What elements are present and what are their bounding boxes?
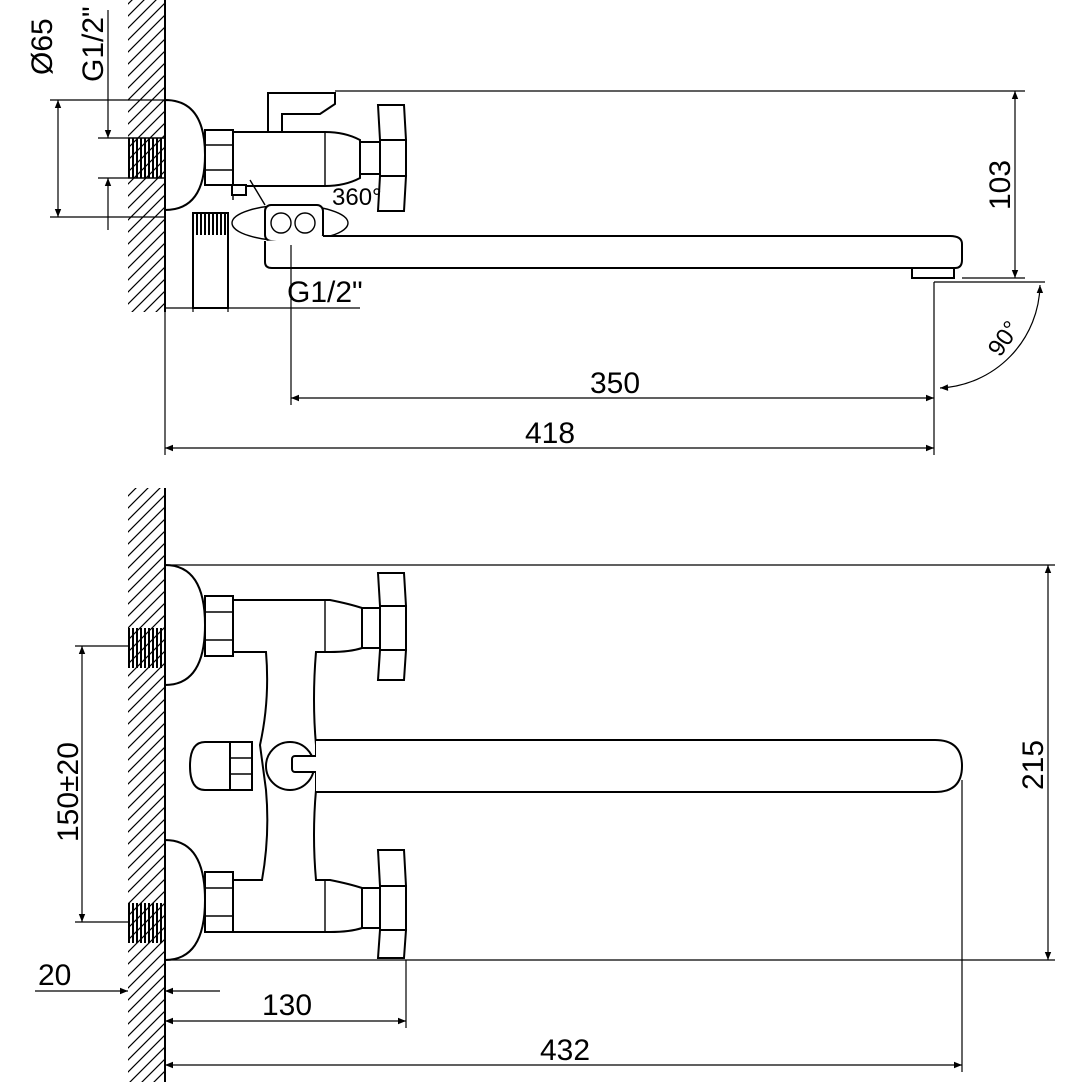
shower-outlet-top — [192, 184, 247, 309]
rosette-lower — [164, 838, 207, 962]
rosette-upper — [164, 563, 207, 687]
cross-handle-top — [359, 104, 408, 212]
connection-nut-top — [204, 129, 234, 186]
top-view: Ø65 G1/2" 360° 103 G1/2" — [26, 0, 1045, 455]
wall-front — [128, 488, 166, 1082]
front-view: 150±20 215 20 130 432 — [35, 488, 1055, 1082]
dim-thread-bottom: G1/2" — [165, 276, 363, 312]
wall-thread-upper — [128, 628, 165, 668]
rosette-top — [164, 98, 207, 212]
dim-center-distance-label: 150±20 — [52, 742, 85, 842]
valve-body-top — [232, 131, 361, 187]
wall-thread-lower — [128, 903, 165, 943]
dim-body-depth: 130 — [165, 960, 407, 1028]
cross-handle-upper — [361, 572, 408, 681]
lever-top — [267, 92, 336, 133]
wall-thread-top — [128, 137, 165, 179]
dim-center-distance: 150±20 — [52, 645, 128, 923]
spout-front — [316, 739, 964, 793]
dim-total-length-top: 418 — [164, 312, 934, 455]
nut-lower — [204, 871, 234, 933]
dim-height-label: 103 — [984, 160, 1017, 210]
dim-total-length-front-label: 432 — [540, 1034, 590, 1067]
dim-spout-reach: 350 — [290, 245, 935, 455]
dim-height-front: 215 — [165, 564, 1055, 961]
dim-total-length-front: 432 — [165, 780, 963, 1072]
cross-handle-lower — [361, 849, 408, 959]
dim-angle: 90° — [934, 281, 1045, 391]
dim-wall-offset-label: 20 — [38, 959, 71, 992]
nut-upper — [204, 595, 234, 657]
dim-height-top: 103 — [335, 90, 1025, 279]
dim-body-depth-label: 130 — [262, 989, 312, 1022]
dim-wall-offset: 20 — [35, 959, 220, 995]
dim-spout-reach-label: 350 — [590, 367, 640, 400]
dim-thread-bottom-label: G1/2" — [287, 276, 363, 309]
diverter-knob — [188, 741, 253, 791]
dim-height-front-label: 215 — [1017, 740, 1050, 790]
spout-top — [231, 179, 963, 279]
dim-thread-wall: G1/2" — [77, 6, 128, 230]
dim-thread-wall-label: G1/2" — [77, 6, 110, 82]
dim-angle-label: 90° — [983, 316, 1026, 361]
dim-swivel-label: 360° — [332, 184, 382, 211]
dim-total-length-label: 418 — [525, 417, 575, 450]
dim-diameter-label: Ø65 — [26, 18, 59, 75]
